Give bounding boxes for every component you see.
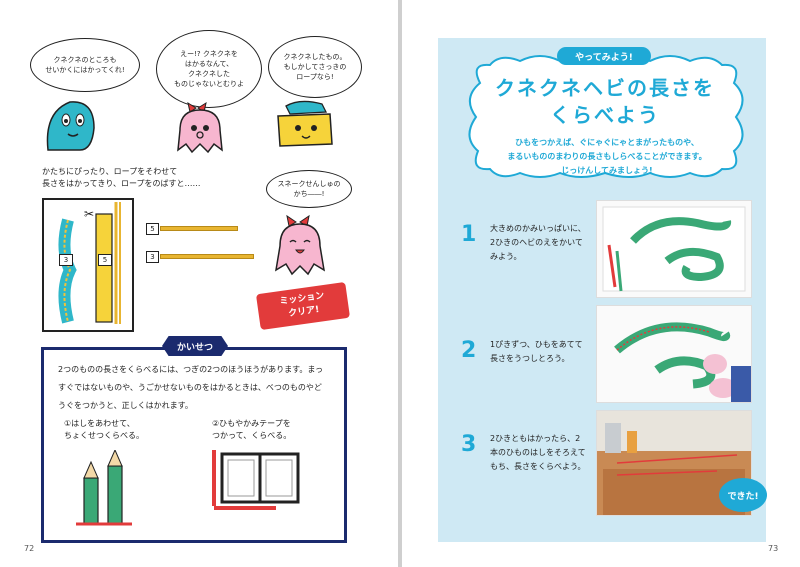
step-1-number: 1 bbox=[461, 222, 477, 247]
left-page: クネクネのところも せいかくにはかってくれ! えー!? クネクネを はかるなんて… bbox=[0, 0, 398, 567]
svg-text:✂: ✂ bbox=[84, 207, 94, 221]
window-tape-icon bbox=[212, 450, 300, 510]
snake-tag-label: 3 bbox=[59, 254, 73, 266]
speech-bubble-blue-snake: クネクネのところも せいかくにはかってくれ! bbox=[30, 38, 140, 92]
method-2-text: ②ひもやかみテープを つかって、くらべる。 bbox=[212, 419, 292, 440]
two-pencils-icon bbox=[76, 450, 132, 526]
right-page-number: 73 bbox=[768, 544, 779, 553]
step-2-text: 1ぴきずつ、ひもをあてて長さをうつしとろう。 bbox=[490, 340, 583, 363]
done-badge: できた! bbox=[719, 478, 767, 512]
left-page-number: 72 bbox=[24, 544, 35, 553]
rope-comparison-illustration bbox=[42, 198, 134, 332]
step-3-number: 3 bbox=[461, 432, 477, 457]
cheering-octopus-icon bbox=[274, 214, 326, 276]
explanation-tag: かいせつ bbox=[162, 336, 228, 356]
mission-clear-badge: ミッション クリア! bbox=[255, 281, 351, 331]
rope-5 bbox=[160, 226, 238, 231]
ruler-tag-label: 5 bbox=[98, 254, 112, 266]
speech-bubble-octopus: えー!? クネクネを はかるなんて、 クネクネした ものじゃないとむりよ bbox=[156, 30, 262, 108]
step-1-text: 大きめのかみいっぱいに、2ひきのヘビのえをかいてみよう。 bbox=[490, 224, 586, 261]
book-gutter bbox=[398, 0, 402, 567]
explanation-text: 2つのものの長さをくらべるには、つぎの2つのほうほうがあります。まっすぐではない… bbox=[58, 365, 324, 410]
pink-octopus-character-icon bbox=[177, 101, 223, 154]
page-title-line-2: くらべよう bbox=[550, 103, 660, 127]
yellow-ruler-character-icon bbox=[277, 100, 333, 147]
rope-3 bbox=[160, 254, 254, 259]
intro-text: ひもをつかえば、ぐにゃぐにゃとまがったものや、 まるいもののまわりの長さもしらべ… bbox=[507, 138, 707, 175]
rope-caption: かたちにぴったり、ロープをそわせて 長さをはかってきり、ロープをのばすと…… bbox=[42, 167, 201, 188]
blue-snake-character-icon bbox=[46, 101, 95, 151]
step-2-number: 2 bbox=[461, 338, 477, 363]
step-3-text: 2ひきともはかったら、2本のひものはしをそろえてもち、長さをくらべよう。 bbox=[490, 434, 586, 471]
speech-bubble-winner: スネークせんしゅの かち――! bbox=[266, 170, 352, 208]
step-2-photo bbox=[596, 305, 752, 403]
snake-and-rope-drawing: ✂ bbox=[58, 202, 121, 324]
rope-label-3: 3 bbox=[146, 251, 159, 263]
try-it-tag: やってみよう! bbox=[557, 47, 651, 65]
page-title-line-1: クネクネヘビの長さを bbox=[495, 76, 715, 100]
rope-label-5: 5 bbox=[146, 223, 159, 235]
step-1-photo bbox=[596, 200, 752, 298]
speech-bubble-ruler: クネクネしたもの。 もしかしてさっきの ロープなら! bbox=[268, 36, 362, 98]
method-1-text: ①はしをあわせて、 ちょくせつくらべる。 bbox=[64, 419, 144, 440]
